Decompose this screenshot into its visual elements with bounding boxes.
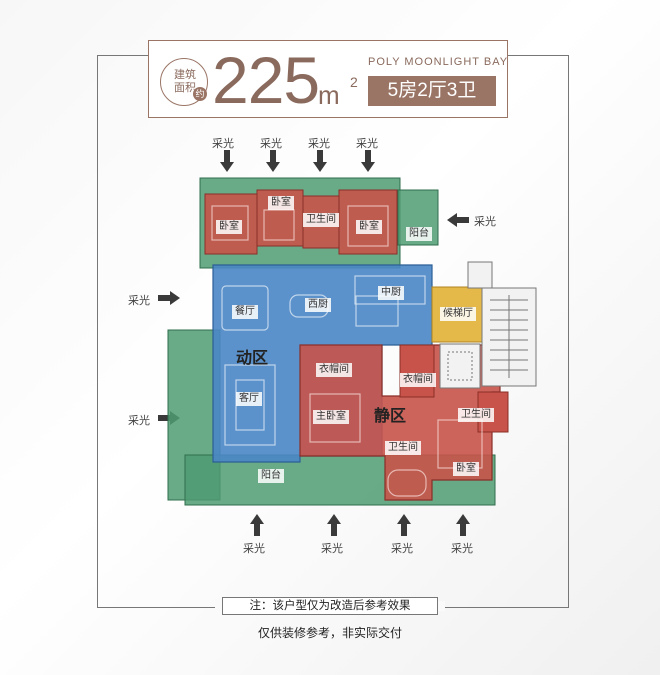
room-dining: 餐厅 (232, 305, 258, 319)
stair-core (439, 261, 537, 389)
arrow-right-icon (158, 291, 180, 305)
area-unit-sup: 2 (350, 74, 358, 90)
room-balcony-n: 阳台 (406, 227, 432, 241)
room-bathroom-n: 卫生间 (303, 213, 339, 227)
daylight-label-bottom-2: 采光 (321, 543, 343, 555)
arrow-up-icon (397, 514, 411, 536)
zone-dynamic-label: 动区 (236, 350, 269, 367)
room-bedroom-n: 卧室 (268, 196, 294, 210)
arrow-left-icon (447, 213, 469, 227)
room-master-bedroom: 主卧室 (313, 410, 349, 424)
daylight-label-top-1: 采光 (212, 138, 234, 150)
room-cloakroom-master: 衣帽间 (316, 363, 352, 377)
room-western-kitchen: 西厨 (305, 298, 331, 312)
arrow-down-icon (220, 150, 234, 172)
daylight-label-top-3: 采光 (308, 138, 330, 150)
room-bathroom-master: 卫生间 (385, 441, 421, 455)
room-living: 客厅 (236, 392, 262, 406)
room-middle-kitchen: 中厨 (378, 286, 404, 300)
layout-tag: 5房2厅3卫 (368, 76, 496, 106)
arrow-up-icon (327, 514, 341, 536)
arrow-up-icon (456, 514, 470, 536)
arrow-down-icon (361, 150, 375, 172)
badge-approx: 约 (193, 87, 207, 101)
room-elevator-lobby: 候梯厅 (440, 307, 476, 321)
brand-name: POLY MOONLIGHT BAY (368, 56, 509, 68)
zone-quiet-label: 静区 (374, 408, 407, 425)
room-bedroom-se: 卧室 (453, 462, 479, 476)
room-bathroom-se: 卫生间 (458, 408, 494, 422)
badge-text: 建筑面积 (174, 69, 196, 94)
area-value: 225 (212, 43, 320, 117)
daylight-label-right: 采光 (474, 216, 496, 228)
arrow-down-icon (313, 150, 327, 172)
bed-lines (211, 205, 483, 497)
daylight-label-left-1: 采光 (128, 295, 150, 307)
cloakroom-2-area (399, 344, 435, 398)
room-balcony-s: 阳台 (258, 469, 284, 483)
disclaimer: 仅供装修参考，非实际交付 (257, 626, 402, 640)
daylight-label-bottom-1: 采光 (243, 543, 265, 555)
room-cloakroom-2: 衣帽间 (400, 373, 436, 387)
daylight-label-top-4: 采光 (356, 138, 378, 150)
area-badge: 建筑面积 约 (160, 58, 208, 106)
room-bedroom-ne: 卧室 (356, 220, 382, 234)
arrow-up-icon (250, 514, 264, 536)
daylight-label-left-2: 采光 (128, 415, 150, 427)
area-unit: m (318, 80, 340, 110)
daylight-label-bottom-3: 采光 (391, 543, 413, 555)
room-bedroom-nw: 卧室 (216, 220, 242, 234)
daylight-label-bottom-4: 采光 (451, 543, 473, 555)
daylight-label-top-2: 采光 (260, 138, 282, 150)
note-bar: 注：该户型仅为改造后参考效果 (222, 597, 438, 615)
arrow-down-icon (266, 150, 280, 172)
